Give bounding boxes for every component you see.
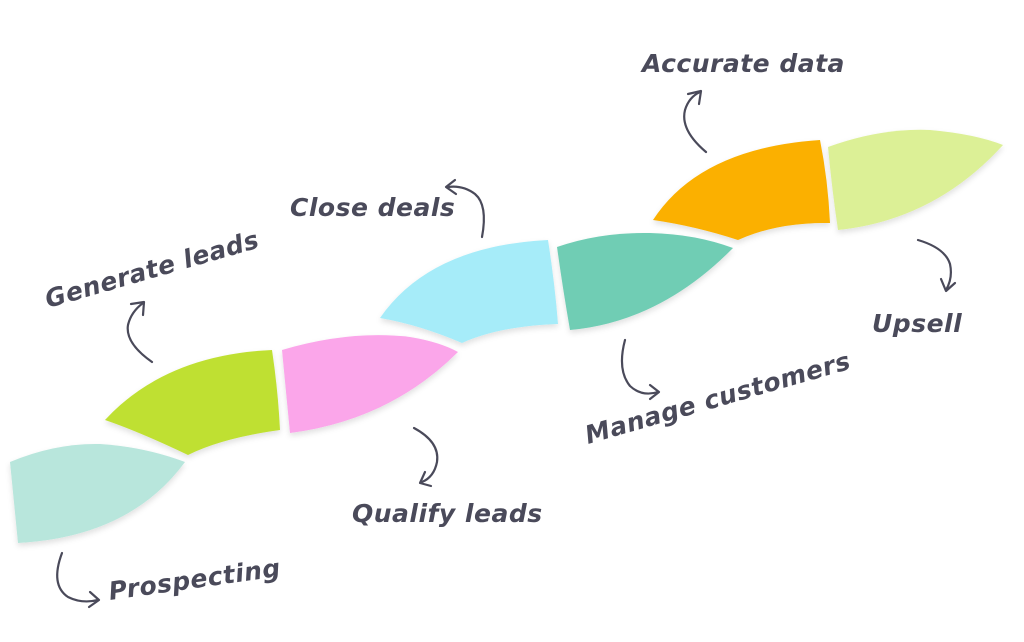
arrow-upsell <box>916 238 957 293</box>
journey-path <box>10 129 1003 543</box>
arrow-prospecting <box>56 551 101 609</box>
label-prospecting: Prospecting <box>107 553 283 606</box>
arrow-accurate-data <box>683 89 708 154</box>
label-upsell: Upsell <box>872 309 962 338</box>
arrows <box>56 89 957 609</box>
segment-qualify-leads <box>282 335 458 433</box>
label-accurate-data: Accurate data <box>640 49 845 78</box>
arrow-qualify-leads <box>412 426 439 488</box>
segment-prospecting <box>10 443 185 543</box>
arrow-manage-customers <box>620 338 661 401</box>
segment-close-deals <box>380 240 558 343</box>
label-generate-leads: Generate leads <box>42 225 263 314</box>
segment-generate-leads <box>105 350 280 455</box>
segment-manage-customers <box>557 232 733 330</box>
segment-upsell <box>828 129 1003 230</box>
arrow-generate-leads <box>126 300 154 364</box>
segment-accurate-data <box>653 140 830 240</box>
arrow-close-deals <box>444 178 485 239</box>
label-close-deals: Close deals <box>290 193 455 222</box>
label-qualify-leads: Qualify leads <box>352 499 543 528</box>
